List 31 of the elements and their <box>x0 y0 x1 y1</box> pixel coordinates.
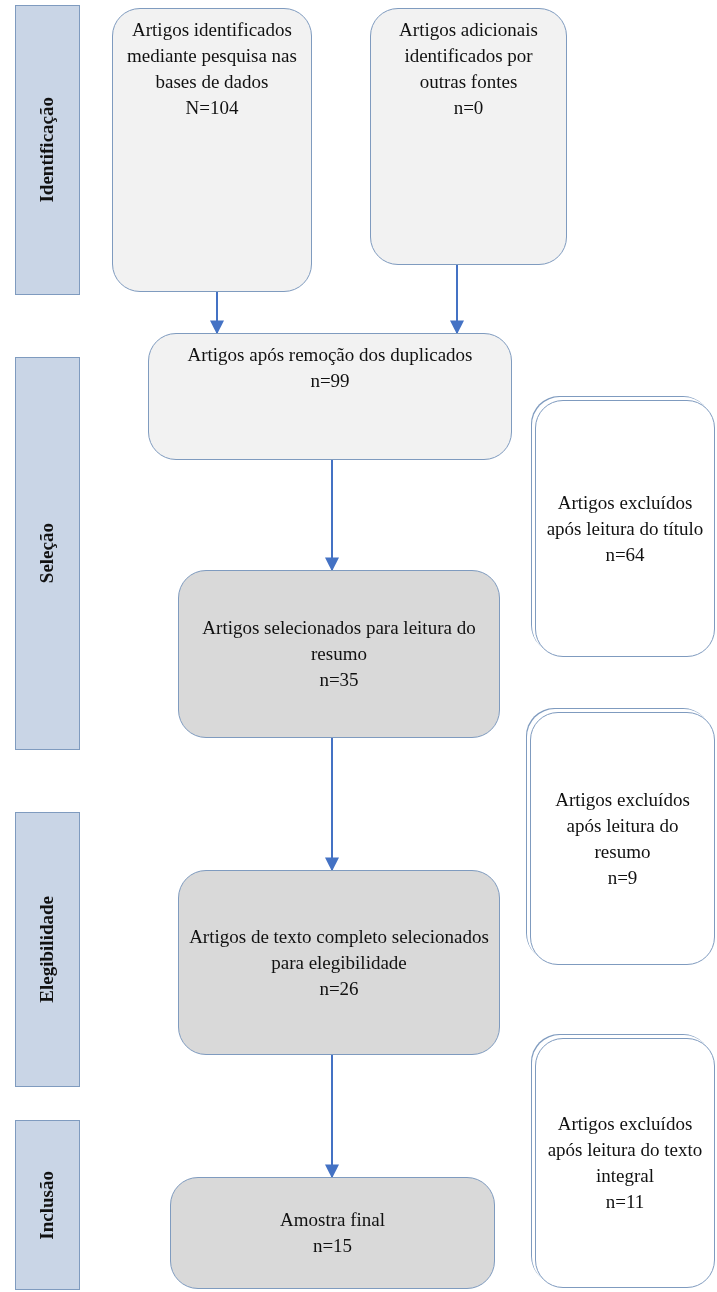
box-text: Artigos identificados mediante pesquisa nas bases de dados <box>126 18 298 94</box>
arrow <box>325 459 339 572</box>
box-text: Artigos após remoção dos duplicados <box>187 343 473 367</box>
phase-label: Elegibilidade <box>35 896 59 1003</box>
phase-label: Inclusão <box>35 1170 59 1240</box>
count-label: n=15 <box>312 1234 353 1258</box>
arrow <box>325 737 339 872</box>
count-label: n=35 <box>319 668 359 692</box>
count-label: N=104 <box>185 96 239 120</box>
phase-band <box>15 1120 80 1290</box>
process-box <box>178 570 500 738</box>
count-label: n=9 <box>607 865 638 890</box>
phase-band <box>15 812 80 1087</box>
process-box <box>178 870 500 1055</box>
count-label: n=26 <box>319 976 359 1001</box>
arrow <box>325 1054 339 1179</box>
process-box <box>170 1177 495 1289</box>
phase-band <box>15 357 80 750</box>
phase-label: Seleção <box>35 523 59 584</box>
box-text: Amostra final <box>280 1208 385 1232</box>
process-box <box>112 8 312 292</box>
phase-band <box>15 5 80 295</box>
arrow <box>210 291 224 335</box>
process-box <box>370 8 567 265</box>
count-label: n=0 <box>453 96 484 120</box>
count-label: n=11 <box>605 1190 645 1214</box>
arrow <box>450 264 464 335</box>
count-label: n=64 <box>605 542 645 567</box>
count-label: n=99 <box>310 369 350 393</box>
phase-label: Identificação <box>35 97 59 203</box>
process-box <box>148 333 512 460</box>
